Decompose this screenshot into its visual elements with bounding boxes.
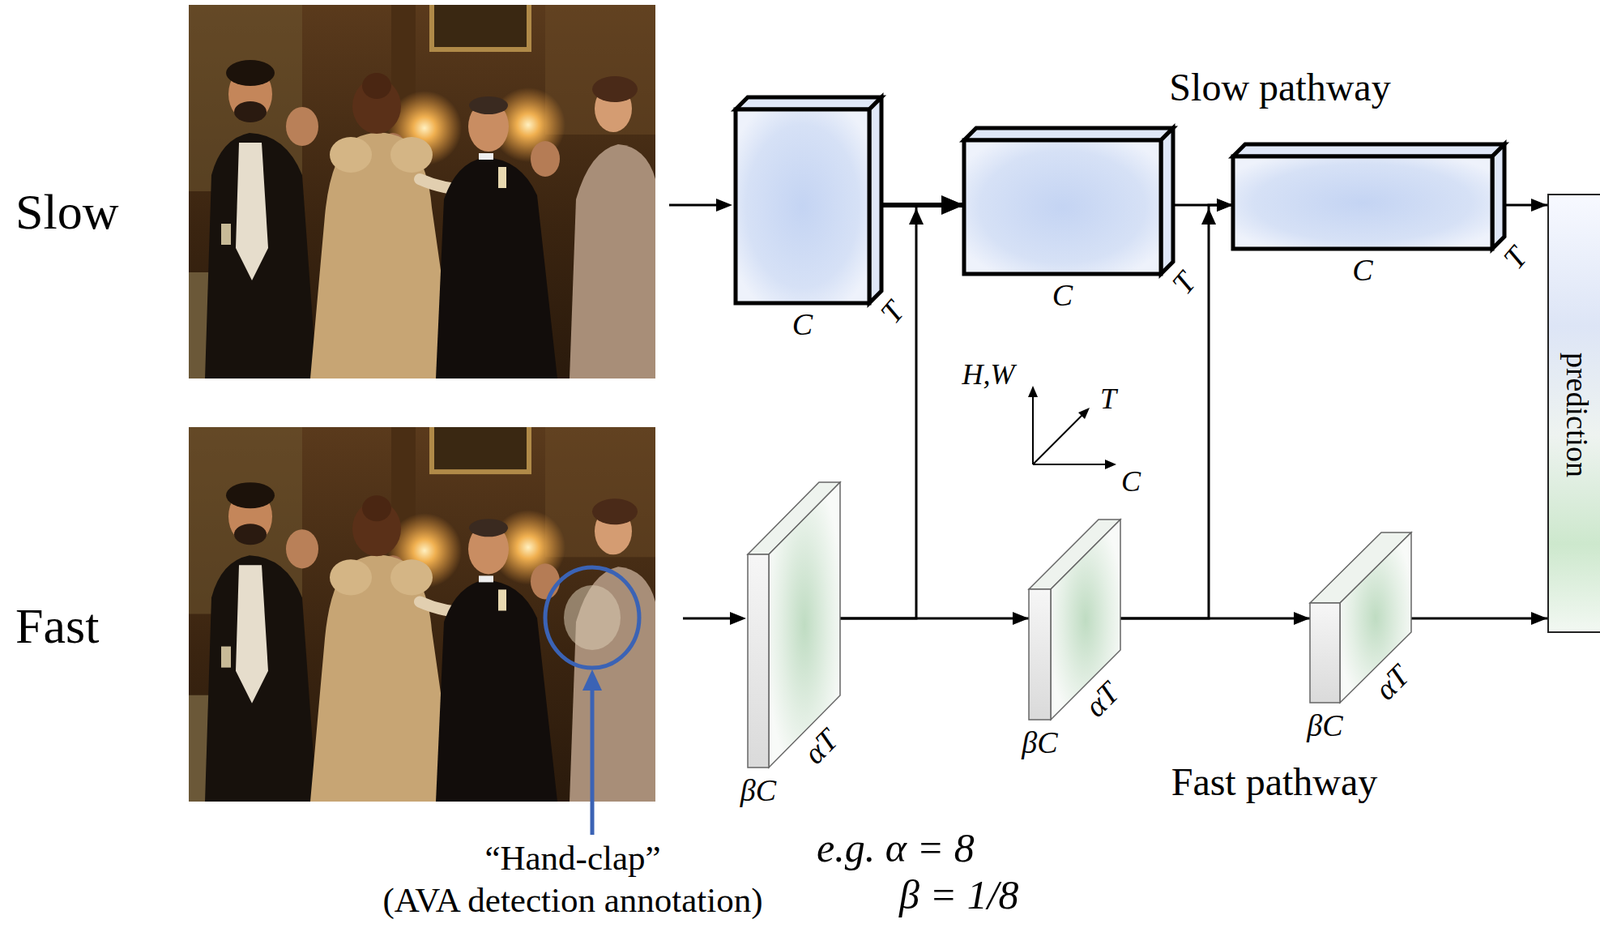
dimension-label: C bbox=[1052, 279, 1073, 311]
dimension-label: βC bbox=[1021, 726, 1058, 758]
dimension-label: T bbox=[1497, 240, 1532, 274]
front-face bbox=[964, 140, 1161, 274]
front-face bbox=[1028, 588, 1051, 720]
connector-arrow bbox=[1504, 204, 1548, 207]
lateral-arrow-head bbox=[908, 208, 924, 225]
cuboid bbox=[735, 97, 882, 303]
text-label: Slow bbox=[15, 186, 119, 237]
text-label: Fast bbox=[15, 600, 99, 651]
highlight-circle bbox=[545, 567, 640, 668]
text-label: (AVA detection annotation) bbox=[383, 882, 764, 918]
arrow-head bbox=[582, 669, 602, 691]
dimension-label: βC bbox=[740, 774, 777, 806]
cuboid bbox=[1233, 144, 1505, 249]
connector-arrow bbox=[840, 617, 1029, 620]
text-label: “Hand-clap” bbox=[484, 840, 661, 875]
motion-blur-hands bbox=[563, 584, 621, 650]
text-label: C bbox=[1121, 466, 1141, 496]
dimension-label: βC bbox=[1306, 709, 1343, 741]
fast-feature-volume: βCαT bbox=[1028, 519, 1121, 720]
front-face bbox=[747, 554, 769, 768]
front-face bbox=[735, 109, 870, 303]
annotation-leader bbox=[590, 688, 595, 835]
axis-head bbox=[1105, 459, 1117, 470]
text-label: Slow pathway bbox=[1169, 68, 1391, 107]
axis-line bbox=[1032, 463, 1109, 466]
fast-feature-volume: βCαT bbox=[747, 482, 841, 768]
output-label: prediction bbox=[1561, 352, 1593, 478]
fast-frame-photo bbox=[188, 422, 656, 802]
axis-head bbox=[1028, 385, 1038, 397]
connector-arrow bbox=[1120, 617, 1310, 620]
input-arrow bbox=[682, 617, 733, 620]
text-label: e.g. α = 8 bbox=[816, 827, 975, 868]
fast-feature-volume: βCαT bbox=[1309, 532, 1412, 703]
lateral-arrow-head bbox=[1201, 208, 1216, 225]
slow-feature-volume: CT bbox=[1233, 144, 1505, 249]
arrow-head bbox=[729, 611, 747, 625]
dimension-label: C bbox=[792, 308, 813, 340]
axis-line bbox=[1032, 413, 1084, 465]
slow-feature-volume: CT bbox=[964, 128, 1174, 274]
slow-frame-photo bbox=[188, 0, 656, 379]
axis-head bbox=[1078, 407, 1090, 419]
cuboid bbox=[964, 128, 1174, 274]
front-face bbox=[1233, 156, 1493, 249]
slow-feature-volume: CT bbox=[735, 97, 882, 303]
connector-arrow bbox=[1411, 617, 1548, 620]
dimension-label: T bbox=[1165, 265, 1201, 299]
dimension-label: C bbox=[1352, 254, 1373, 286]
side-face bbox=[768, 482, 841, 768]
axis-line bbox=[1032, 393, 1034, 465]
connector-arrow bbox=[881, 202, 965, 208]
connector-arrow bbox=[1173, 204, 1234, 207]
dimension-label: T bbox=[874, 294, 909, 329]
text-label: β = 1/8 bbox=[899, 874, 1020, 915]
cuboid bbox=[747, 482, 841, 768]
input-arrow bbox=[669, 204, 720, 207]
front-face bbox=[1309, 602, 1340, 703]
text-label: Fast pathway bbox=[1171, 762, 1379, 802]
text-label: T bbox=[1100, 384, 1117, 414]
arrow-head bbox=[716, 198, 733, 212]
prediction-box: prediction bbox=[1547, 193, 1600, 633]
text-label: H,W bbox=[962, 359, 1016, 389]
